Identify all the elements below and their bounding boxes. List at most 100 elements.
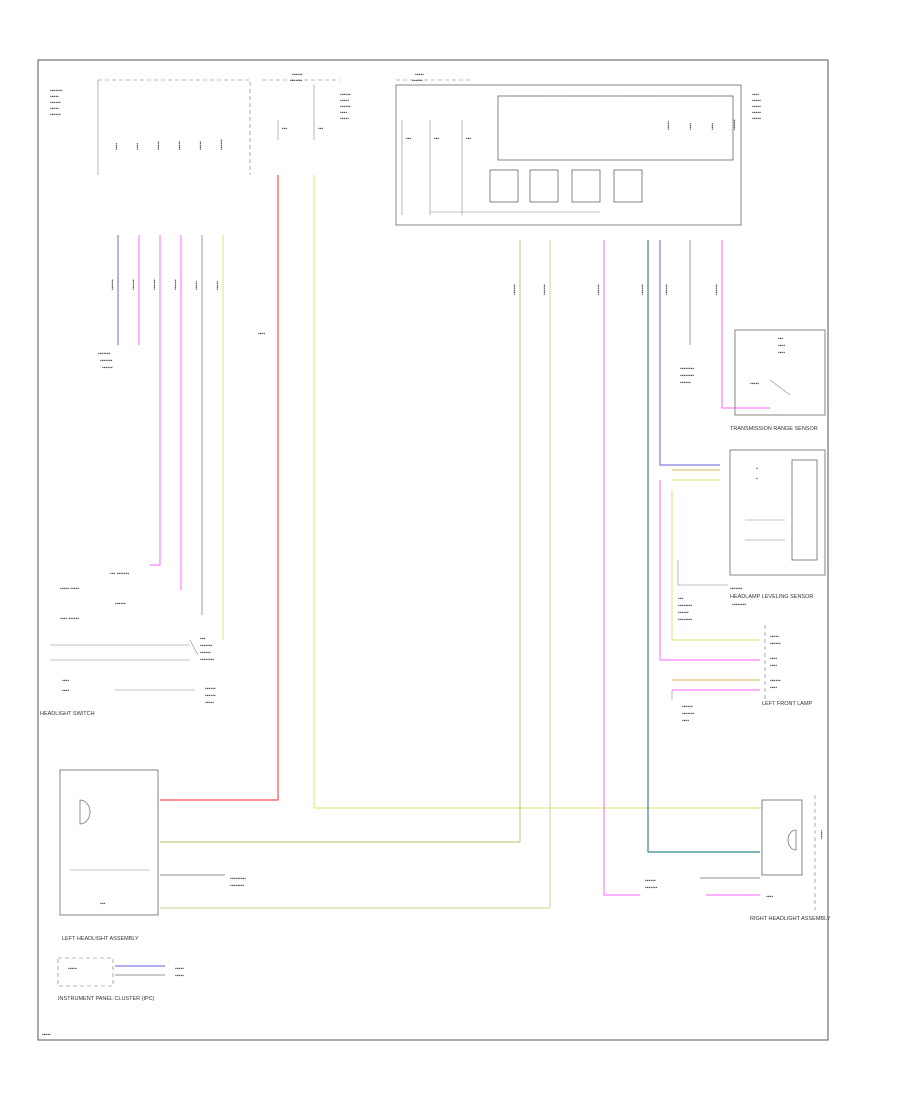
wire-red-feed (160, 175, 279, 801)
svg-text:▪▪▪▪▪▪: ▪▪▪▪▪▪ (678, 610, 689, 616)
svg-text:▪▪▪▪▪▪▪: ▪▪▪▪▪▪▪ (730, 586, 743, 592)
wire-codes: ▪▪▪▪▪▪ ▪▪▪▪▪▪ ▪▪▪▪▪▪ ▪▪▪▪▪▪ ▪▪▪▪▪ ▪▪▪▪▪ … (110, 279, 720, 295)
svg-text:▪▪▪: ▪▪▪ (466, 136, 472, 142)
svg-text:▪▪▪▪▪▪: ▪▪▪▪▪▪ (115, 601, 126, 607)
svg-text:▪▪▪▪▪▪: ▪▪▪▪▪▪ (200, 650, 211, 656)
svg-text:▪: ▪ (756, 476, 758, 482)
svg-text:▪▪▪: ▪▪▪ (434, 136, 440, 142)
svg-text:▪▪▪▪▪▪: ▪▪▪▪▪▪ (110, 279, 116, 290)
right-headlight-assembly: ▪▪▪▪▪ ▪▪▪▪ RIGHT HEADLIGHT ASSEMBLY ▪▪▪▪… (645, 795, 831, 922)
svg-text:▪▪▪▪▪: ▪▪▪▪▪ (666, 121, 672, 130)
svg-text:▪▪▪▪▪▪: ▪▪▪▪▪▪ (664, 284, 670, 295)
svg-text:▪▪▪▪▪▪: ▪▪▪▪▪▪ (542, 284, 548, 295)
svg-text:▪▪▪▪▪: ▪▪▪▪▪ (750, 381, 759, 387)
wire-pink-leveling (659, 480, 760, 661)
wire-blue-right (659, 240, 720, 466)
svg-text:▪▪▪▪▪▪: ▪▪▪▪▪▪ (770, 678, 781, 684)
svg-text:▪▪▪▪▪: ▪▪▪▪▪ (68, 966, 77, 972)
headlight-switch-top-block: ▪▪▪▪▪▪▪▪▪▪▪▪▪▪▪▪▪▪▪▪▪▪▪▪▪▪▪▪▪ ▪▪▪▪ ▪▪▪▪ … (50, 79, 251, 175)
svg-text:▪▪▪▪: ▪▪▪▪ (682, 718, 689, 724)
svg-text:▪▪▪▪▪: ▪▪▪▪▪ (818, 830, 824, 839)
svg-text:▪▪▪▪: ▪▪▪▪ (62, 678, 69, 684)
svg-text:▪▪▪▪▪▪▪: ▪▪▪▪▪▪▪ (645, 885, 658, 891)
svg-text:▪▪▪▪: ▪▪▪▪ (770, 663, 777, 669)
svg-text:▪▪▪▪▪▪: ▪▪▪▪▪▪ (732, 119, 738, 130)
left-headlight-label: LEFT HEADLIGHT ASSEMBLY (62, 936, 139, 942)
svg-text:▪▪▪: ▪▪▪ (406, 136, 412, 142)
svg-text:▪▪▪▪▪▪: ▪▪▪▪▪▪ (219, 139, 225, 150)
left-front-lamp: ▪▪▪▪▪ ▪▪▪▪▪▪ ▪▪▪▪ ▪▪▪▪ ▪▪▪▪▪▪ ▪▪▪▪ LEFT … (671, 625, 813, 724)
svg-text:▪▪▪▪▪▪: ▪▪▪▪▪▪ (412, 78, 423, 84)
svg-text:▪▪▪▪▪: ▪▪▪▪▪ (175, 973, 184, 979)
wire-teal (647, 240, 760, 853)
svg-text:▪▪▪▪▪ ▪▪▪▪▪: ▪▪▪▪▪ ▪▪▪▪▪ (60, 586, 79, 592)
svg-text:▪▪▪▪▪: ▪▪▪▪▪ (205, 700, 214, 706)
wire-pink-bcm (603, 240, 640, 896)
svg-text:▪▪▪▪ ▪▪▪▪▪▪: ▪▪▪▪ ▪▪▪▪▪▪ (60, 616, 79, 622)
svg-text:▪▪▪▪: ▪▪▪▪ (688, 123, 694, 130)
svg-text:▪▪▪▪▪▪▪: ▪▪▪▪▪▪▪ (98, 351, 111, 357)
svg-text:▪▪▪▪▪▪: ▪▪▪▪▪▪ (205, 686, 216, 692)
svg-text:▪▪▪▪▪▪: ▪▪▪▪▪▪ (645, 878, 656, 884)
svg-text:▪▪▪▪▪▪▪▪: ▪▪▪▪▪▪▪▪ (680, 366, 694, 372)
left-front-lamp-label: LEFT FRONT LAMP (762, 701, 813, 707)
svg-text:▪▪▪▪▪▪: ▪▪▪▪▪▪ (205, 693, 216, 699)
svg-text:▪▪▪▪▪: ▪▪▪▪▪ (194, 281, 200, 290)
svg-text:▪▪▪: ▪▪▪ (200, 636, 206, 642)
svg-text:▪▪▪▪: ▪▪▪▪ (770, 656, 777, 662)
ipc-label: INSTRUMENT PANEL CLUSTER (IPC) (58, 996, 155, 1002)
svg-text:▪▪▪: ▪▪▪ (100, 901, 106, 907)
left-headlight-assembly: ▪▪▪ LEFT HEADLIGHT ASSEMBLY ▪▪▪▪▪▪▪▪▪ ▪▪… (59, 769, 246, 942)
svg-text:▪▪▪: ▪▪▪ (318, 126, 324, 132)
svg-text:▪▪▪▪▪: ▪▪▪▪▪ (156, 141, 162, 150)
svg-text:▪▪▪▪▪▪▪: ▪▪▪▪▪▪▪ (682, 711, 695, 717)
svg-text:▪▪▪▪▪: ▪▪▪▪▪ (175, 966, 184, 972)
diagram-frame (37, 59, 829, 1041)
svg-text:▪▪▪▪▪▪▪▪▪: ▪▪▪▪▪▪▪▪▪ (230, 876, 246, 882)
svg-text:▪▪▪: ▪▪▪ (778, 336, 784, 342)
fuse-block: ▪▪▪▪▪▪ ▪▪▪▪▪▪▪ ▪▪▪ ▪▪▪ ▪▪▪▪▪▪▪▪▪▪▪▪▪▪▪▪▪… (262, 72, 351, 140)
svg-text:▪▪▪▪: ▪▪▪▪ (114, 143, 120, 150)
wire-olive-2 (160, 240, 551, 909)
svg-text:▪▪▪▪▪▪: ▪▪▪▪▪▪ (640, 284, 646, 295)
wire-olive-bcm (160, 240, 521, 843)
svg-text:▪▪▪▪▪: ▪▪▪▪▪ (215, 281, 221, 290)
svg-text:▪▪▪: ▪▪▪ (678, 596, 684, 602)
svg-text:▪▪▪▪▪▪▪▪▪▪▪▪▪▪▪▪▪▪▪▪▪▪▪▪: ▪▪▪▪▪▪▪▪▪▪▪▪▪▪▪▪▪▪▪▪▪▪▪▪ (752, 92, 761, 122)
svg-text:▪▪▪▪▪▪: ▪▪▪▪▪▪ (173, 279, 179, 290)
right-headlight-label: RIGHT HEADLIGHT ASSEMBLY (750, 916, 831, 922)
svg-text:▪▪▪ ▪▪▪▪▪▪▪: ▪▪▪ ▪▪▪▪▪▪▪ (110, 571, 129, 577)
svg-text:▪▪▪▪▪▪▪▪: ▪▪▪▪▪▪▪▪ (680, 373, 694, 379)
top-left-module-label: ▪▪▪▪▪▪▪▪▪▪▪▪▪▪▪▪▪▪▪▪▪▪▪▪▪▪▪▪▪ (50, 88, 63, 118)
svg-text:▪▪▪▪: ▪▪▪▪ (778, 343, 785, 349)
headlamp-leveling-label: HEADLAMP LEVELING SENSOR (730, 594, 813, 600)
headlight-switch-contacts: ▪▪▪ ▪▪▪▪▪▪▪ ▪▪▪▪▪ ▪▪▪▪▪ ▪▪▪▪▪▪ ▪▪▪▪ ▪▪▪▪… (40, 571, 216, 717)
headlight-switch-label: HEADLIGHT SWITCH (40, 711, 95, 717)
svg-text:▪▪▪▪▪▪▪: ▪▪▪▪▪▪▪ (290, 78, 303, 84)
svg-text:▪▪▪▪: ▪▪▪▪ (710, 123, 716, 130)
svg-text:▪▪▪▪: ▪▪▪▪ (778, 350, 785, 356)
svg-text:▪▪▪▪▪▪: ▪▪▪▪▪▪ (131, 279, 137, 290)
body-control-module: ▪▪▪▪▪ ▪▪▪▪▪▪ ▪▪▪▪▪▪▪▪▪▪▪▪▪▪▪▪▪▪▪▪▪▪▪▪ ▪▪… (395, 72, 761, 226)
svg-text:▪▪▪▪▪▪: ▪▪▪▪▪▪ (292, 72, 303, 78)
headlamp-leveling-sensor: ▪ ▪ ▪▪▪▪▪▪▪ HEADLAMP LEVELING SENSOR ▪▪▪… (677, 449, 826, 623)
svg-text:▪▪▪▪▪▪▪▪: ▪▪▪▪▪▪▪▪ (200, 657, 214, 663)
pin-rows: ▪▪▪▪ ▪▪▪▪ ▪▪▪▪▪ ▪▪▪▪▪ ▪▪▪▪▪ ▪▪▪▪▪▪ (114, 139, 225, 150)
svg-text:▪▪▪▪▪▪▪▪: ▪▪▪▪▪▪▪▪ (230, 883, 244, 889)
svg-text:▪▪▪: ▪▪▪ (282, 126, 288, 132)
svg-text:▪▪▪▪▪: ▪▪▪▪▪ (198, 141, 204, 150)
wire-pink-2 (150, 235, 161, 566)
transmission-range-label: TRANSMISSION RANGE SENSOR (730, 426, 818, 432)
diagram-code: ▪▪▪▪▪ (42, 1032, 51, 1038)
instrument-panel-cluster: ▪▪▪▪▪ ▪▪▪▪▪ ▪▪▪▪▪ INSTRUMENT PANEL CLUST… (57, 957, 184, 1002)
svg-text:▪▪▪▪▪▪: ▪▪▪▪▪▪ (682, 704, 693, 710)
svg-text:▪: ▪ (756, 466, 758, 472)
wire-pink-right-range (721, 240, 770, 409)
svg-text:▪▪▪▪▪: ▪▪▪▪▪ (770, 634, 779, 640)
svg-text:▪▪▪▪: ▪▪▪▪ (766, 894, 773, 900)
svg-text:▪▪▪▪: ▪▪▪▪ (770, 685, 777, 691)
wire-yellow-long (313, 175, 762, 809)
svg-text:▪▪▪▪▪▪▪▪: ▪▪▪▪▪▪▪▪ (678, 603, 692, 609)
svg-text:▪▪▪▪▪▪: ▪▪▪▪▪▪ (770, 641, 781, 647)
